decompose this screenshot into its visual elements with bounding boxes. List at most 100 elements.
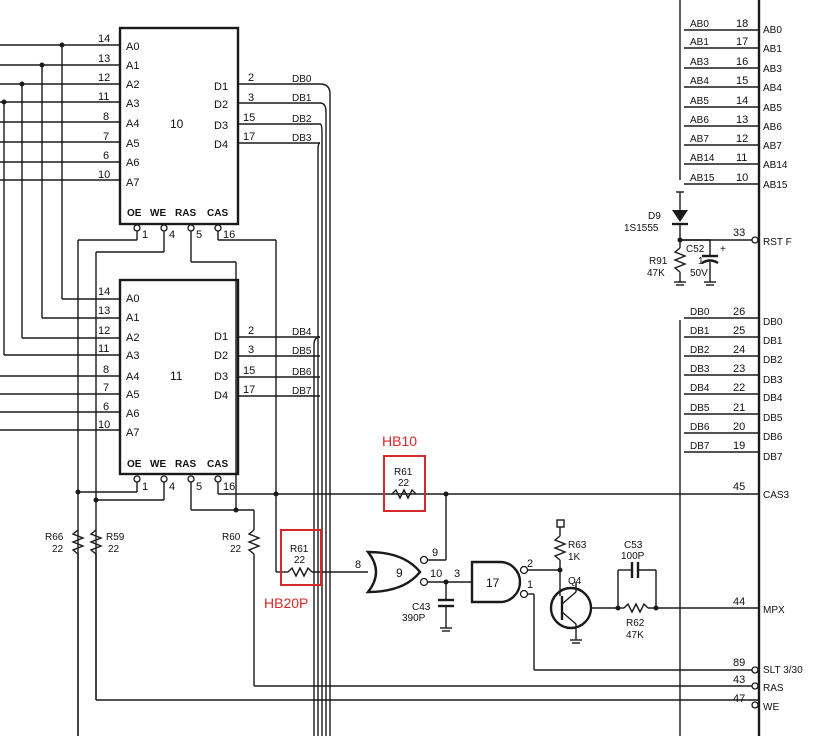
hb10-label: HB10	[382, 433, 417, 449]
resistor-r61-upper: R61 22	[391, 467, 417, 500]
hb20p-label: HB20P	[264, 595, 308, 611]
chip-11-num-a0: 14	[98, 286, 110, 298]
chip-11-sig-db6: DB6	[292, 367, 312, 378]
conn-pin-24: 24	[733, 344, 745, 356]
chip-10-num-a6: 6	[103, 150, 109, 162]
r63-value: 1K	[568, 552, 581, 563]
r61-lower-ref: R61	[290, 544, 309, 555]
conn-pin-43: 43	[733, 674, 745, 686]
gate-17-ref: 17	[486, 576, 500, 590]
conn-label-rst: RST F	[763, 237, 792, 248]
chip-11-pin-a6: A6	[126, 408, 139, 420]
d9-value: 1S1555	[624, 223, 659, 234]
chip-11-pin-d1: D1	[214, 331, 228, 343]
chip-11-pin-d3: D3	[214, 371, 228, 383]
chip-11-addr-pins: A0 A1 A2 A3 A4 A5 A6 A7	[126, 293, 139, 439]
chip-10-num-d2: 3	[248, 92, 254, 104]
gate-9-ref: 9	[396, 566, 403, 580]
chip-10-sig-db0: DB0	[292, 74, 312, 85]
chip-10-num-oe: 1	[142, 229, 148, 241]
chip-10-pin-d1: D1	[214, 81, 228, 93]
chip-11-num-a1: 13	[98, 305, 110, 317]
hb10-annotation: HB10	[382, 433, 426, 512]
conn-net-db2: DB2	[690, 345, 710, 356]
reset-circuit: D9 1S1555 R91 47K + C52 1 50V	[624, 191, 726, 286]
conn-label-db4: DB4	[763, 393, 783, 404]
conn-pin-22: 22	[733, 382, 745, 394]
chip-11-pin-a7: A7	[126, 427, 139, 439]
chip-11-num-a3: 11	[98, 343, 109, 355]
conn-label-ras: RAS	[763, 683, 784, 694]
conn-net-ab4: AB4	[690, 76, 709, 87]
r61-upper-value: 22	[398, 478, 410, 489]
chip-10-pin-a0: A0	[126, 41, 139, 53]
chip-10-sig-db2: DB2	[292, 114, 312, 125]
c52-v2: 50V	[690, 268, 708, 279]
chip-10-data-nums: 2 3 15 17	[243, 72, 255, 143]
conn-label-ab15: AB15	[763, 180, 788, 191]
conn-label-ab7: AB7	[763, 141, 782, 152]
chip-11-ctrl-pins: OE WE RAS CAS 1 4 5 16	[127, 459, 235, 493]
chip-11-pin-d4: D4	[214, 390, 228, 402]
transistor-q4: Q4	[549, 576, 618, 644]
r61-upper-ref: R61	[394, 467, 413, 478]
chip-11-pin-d2: D2	[214, 350, 228, 362]
chip-10-ctrl-pins: OE WE RAS CAS 1 4 5 16	[127, 208, 235, 241]
conn-pin-15: 15	[736, 75, 748, 87]
chip-11-num-d1: 2	[248, 325, 254, 337]
r59-ref: R59	[106, 532, 125, 543]
conn-label-mpx: MPX	[763, 605, 785, 616]
chip-10-num-a1: 13	[98, 53, 110, 65]
chip-11-num-cas: 16	[223, 481, 235, 493]
r66-ref: R66	[45, 532, 64, 543]
conn-pin-20: 20	[733, 421, 745, 433]
chip-10-sig-db3: DB3	[292, 133, 312, 144]
capacitor-c43: C43 390P	[402, 582, 454, 632]
chip-10-num-d1: 2	[248, 72, 254, 84]
conn-label-cas3: CAS3	[763, 490, 790, 501]
conn-net-ab5: AB5	[690, 96, 709, 107]
chip-11-num-we: 4	[169, 481, 175, 493]
conn-net-ab1: AB1	[690, 37, 709, 48]
memory-chip-10: 10 A0 A1 A2 A3 A4 A5 A6 A7 14 13 12 11 8…	[98, 26, 320, 241]
chip-10-num-a0: 14	[98, 33, 110, 45]
r60-value: 22	[230, 544, 242, 555]
gate-17: 17 3 2 1	[454, 558, 728, 671]
conn-label-ab0: AB0	[763, 25, 782, 36]
chip-10-num-d4: 17	[243, 131, 255, 143]
c43-ref: C43	[412, 602, 431, 613]
conn-net-db3: DB3	[690, 364, 710, 375]
conn-label-db7: DB7	[763, 452, 783, 463]
gate-17-pin-1: 1	[527, 579, 533, 591]
conn-label-ab14: AB14	[763, 160, 788, 171]
conn-net-db7: DB7	[690, 441, 710, 452]
conn-net-ab3: AB3	[690, 57, 709, 68]
chip-10-pin-we: WE	[150, 208, 166, 219]
chip-11-pin-a1: A1	[126, 312, 139, 324]
chip-11-num-d4: 17	[243, 384, 255, 396]
conn-label-db5: DB5	[763, 413, 783, 424]
resistor-r60: R60 22	[222, 532, 242, 555]
chip-10-num-a7: 10	[98, 169, 110, 181]
chip-11-num-ras: 5	[196, 481, 202, 493]
conn-pin-33: 33	[733, 227, 745, 239]
chip-11-pin-ras: RAS	[175, 459, 196, 470]
r60-ref: R60	[222, 532, 241, 543]
chip-11-num-a6: 6	[103, 401, 109, 413]
chip-11-pin-we: WE	[150, 459, 166, 470]
chip-10-addr-pins: A0 A1 A2 A3 A4 A5 A6 A7	[126, 41, 139, 189]
gate-17-pin-3: 3	[454, 568, 460, 580]
chip-11-pin-a5: A5	[126, 389, 139, 401]
chip-11-addr-nums: 14 13 12 11 8 7 6 10	[98, 286, 110, 431]
left-address-bus	[0, 42, 120, 431]
r66-value: 22	[52, 544, 64, 555]
c52-ref: C52	[686, 244, 705, 255]
c52-v1: 1	[698, 256, 704, 267]
conn-pin-12: 12	[736, 133, 748, 145]
resistor-r63: R63 1K	[553, 519, 587, 582]
data-bus-routing	[313, 83, 331, 736]
chip-10-pin-a5: A5	[126, 138, 139, 150]
chip-10-pin-a1: A1	[126, 60, 139, 72]
chip-10-pin-a4: A4	[126, 118, 139, 130]
conn-label-db2: DB2	[763, 355, 783, 366]
